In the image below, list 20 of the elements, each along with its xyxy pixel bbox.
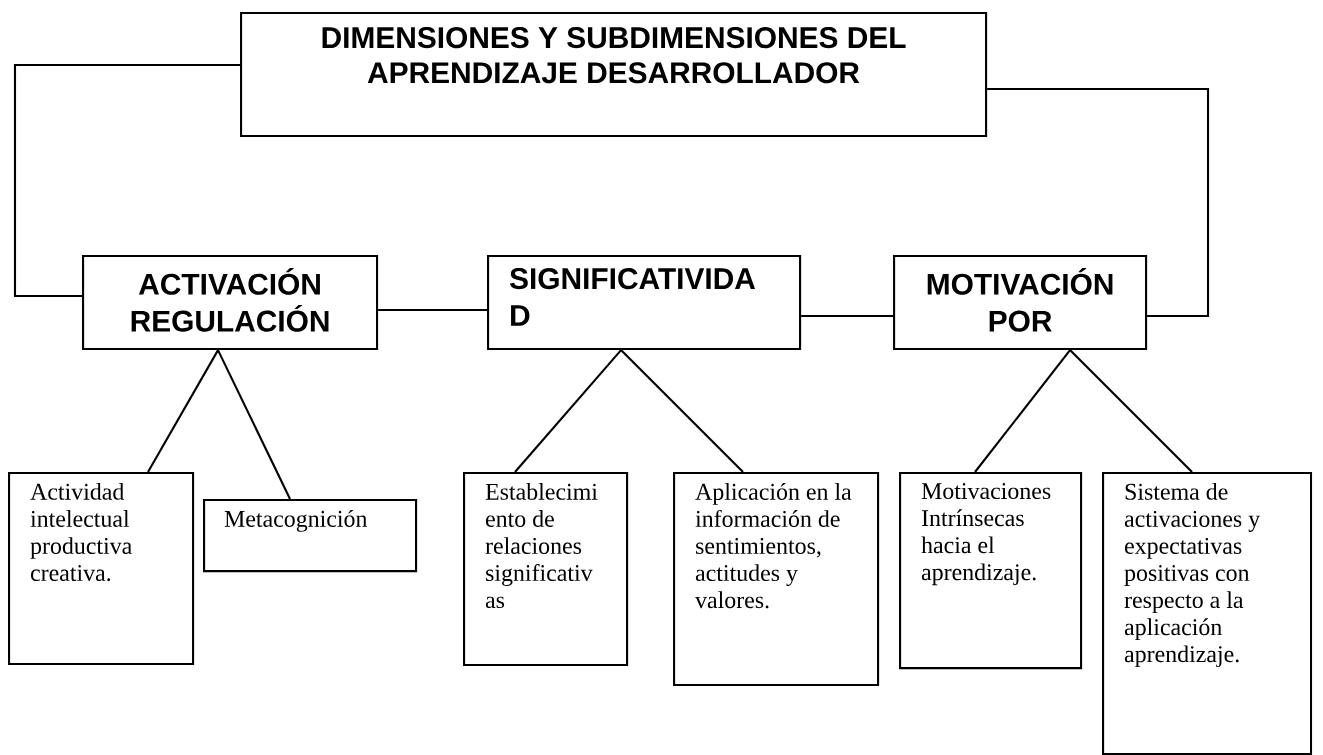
connector-line <box>1069 349 1193 473</box>
subdimension-box: Actividad intelectual productiva creativa. <box>8 472 195 666</box>
connector-line <box>620 349 744 473</box>
connector-line <box>217 349 291 500</box>
subdimension-box: Aplicación en la información de sentimientos, actitudes y valores. <box>673 472 880 687</box>
connector-line <box>13 63 240 298</box>
subdimension-box: Metacognición <box>203 499 418 573</box>
connector-line <box>378 308 487 312</box>
connector-line <box>974 349 1071 473</box>
subdimension-box: Sistema de activaciones y expectativas positivas con respecto a la aplicación aprendizaje. <box>1102 472 1313 755</box>
title-box: DIMENSIONES Y SUBDIMENSIONES DEL APRENDIZAJE DESARROLLADOR <box>240 12 988 138</box>
subdimension-box: Establecimi ento de relaciones significativ as <box>463 472 629 667</box>
connector-line <box>147 349 219 473</box>
connector-line <box>987 87 1210 318</box>
connector-line <box>514 349 622 473</box>
subdimension-box: Motivaciones Intrínsecas hacia el aprendizaje. <box>899 472 1083 670</box>
dimension-box: MOTIVACIÓN POR <box>893 255 1148 351</box>
dimension-box: ACTIVACIÓN REGULACIÓN <box>82 255 379 351</box>
connector-line <box>801 314 893 318</box>
dimension-box: SIGNIFICATIVIDA D <box>487 255 802 351</box>
